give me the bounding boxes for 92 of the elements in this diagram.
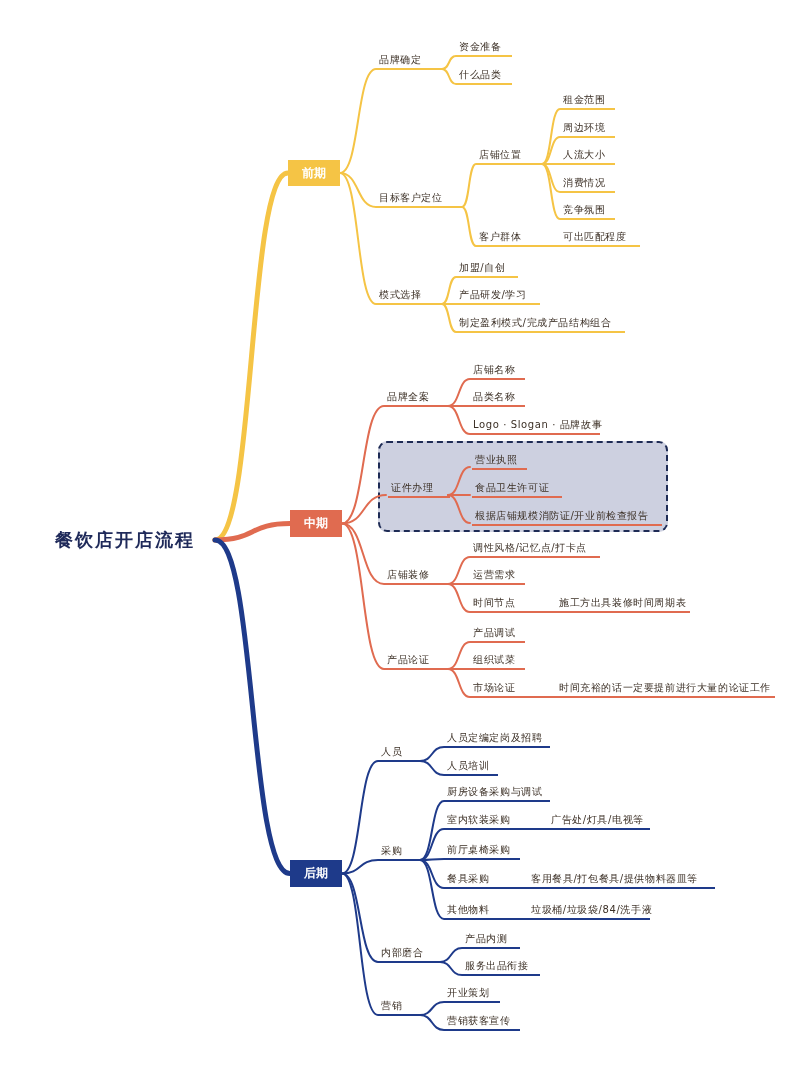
branch-label: 广告处/灯具/电视等: [548, 812, 650, 830]
branch-line: [441, 303, 457, 333]
main-topic-box: 中期: [290, 510, 342, 537]
branch-line: [541, 163, 561, 165]
branch-label: 客用餐具/打包餐具/提供物料器皿等: [528, 871, 715, 889]
branch-line: [341, 872, 379, 1016]
branch-line: [447, 466, 471, 496]
branch-label: 开业策划: [444, 985, 500, 1003]
branch-line: [441, 303, 457, 305]
branch-label: 人员定编定岗及招聘: [444, 730, 550, 748]
branch-label: 服务出品衔接: [462, 958, 540, 976]
branch-label: 内部磨合: [378, 945, 440, 963]
branch-label: 可出匹配程度: [560, 229, 640, 247]
branch-line: [461, 206, 477, 247]
branch-line: [461, 163, 477, 208]
branch-line: [419, 760, 445, 776]
branch-label: 餐具采购: [444, 871, 520, 889]
branch-label: 时间节点: [470, 595, 540, 613]
branch-label: 前厅桌椅采购: [444, 842, 520, 860]
branch-line: [447, 494, 471, 524]
branch-line: [419, 859, 445, 920]
branch-label: 产品内测: [462, 931, 520, 949]
branch-label: 客户群体: [476, 229, 542, 247]
branch-label: Logo · Slogan · 品牌故事: [470, 417, 600, 435]
branch-label: 产品调试: [470, 625, 525, 643]
branch-label: 食品卫生许可证: [472, 480, 562, 498]
branch-label: 租金范围: [560, 92, 615, 110]
branch-line: [439, 961, 463, 976]
branch-label: 室内软装采购: [444, 812, 520, 830]
branch-line: [441, 276, 457, 305]
branch-line: [541, 136, 561, 165]
branch-label: 其他物料: [444, 902, 520, 920]
branch-label: 营销: [378, 998, 420, 1016]
branch-label: 人员: [378, 744, 420, 762]
branch-label: 人流大小: [560, 147, 615, 165]
branch-label: 制定盈利模式/完成产品结构组合: [456, 315, 625, 333]
branch-line: [419, 1014, 445, 1031]
branch-line: [539, 611, 557, 613]
branch-line: [447, 583, 471, 613]
branch-line: [541, 245, 561, 247]
branch-label: 施工方出具装修时间周期表: [556, 595, 690, 613]
branch-line: [541, 108, 561, 165]
branch-label: 什么品类: [456, 67, 512, 85]
branch-label: 营销获客宣传: [444, 1013, 520, 1031]
branch-label: 垃圾桶/垃圾袋/84/洗手液: [528, 902, 650, 920]
branch-label: 资金准备: [456, 39, 512, 57]
branch-label: 品类名称: [470, 389, 525, 407]
branch-label: 模式选择: [376, 287, 442, 305]
branch-label: 厨房设备采购与调试: [444, 784, 550, 802]
branch-label: 根据店铺规模消防证/开业前检查报告: [472, 508, 662, 526]
branch-line: [447, 556, 471, 585]
branch-line: [447, 378, 471, 407]
branch-label: 营业执照: [472, 452, 527, 470]
branch-line: [441, 55, 457, 70]
branch-line: [447, 405, 471, 435]
branch-line: [519, 918, 529, 920]
branch-label: 产品论证: [384, 652, 448, 670]
branch-label: 店铺名称: [470, 362, 525, 380]
branch-label: 证件办理: [388, 480, 450, 498]
branch-label: 组织试菜: [470, 652, 525, 670]
branch-line: [339, 172, 377, 305]
branch-label: 竞争氛围: [560, 202, 615, 220]
branch-label: 品牌全案: [384, 389, 448, 407]
branch-line: [419, 859, 445, 889]
branch-line: [341, 522, 385, 670]
branch-line: [447, 641, 471, 670]
main-topic-box: 前期: [288, 160, 340, 186]
branch-label: 品牌确定: [376, 52, 442, 70]
branch-line: [419, 828, 445, 861]
branch-line: [441, 68, 457, 85]
branch-label: 时间充裕的话一定要提前进行大量的论证工作: [556, 680, 775, 698]
branch-label: 周边环境: [560, 120, 615, 138]
branch-line: [339, 68, 377, 174]
branch-label: 市场论证: [470, 680, 540, 698]
branch-label: 采购: [378, 843, 420, 861]
branch-line: [539, 696, 557, 698]
branch-label: 调性风格/记忆点/打卡点: [470, 540, 600, 558]
branch-label: 人员培训: [444, 758, 498, 776]
branch-label: 店铺位置: [476, 147, 542, 165]
boundary-box: [378, 441, 668, 532]
branch-line: [519, 828, 549, 830]
branch-label: 消费情况: [560, 175, 615, 193]
branch-label: 目标客户定位: [376, 190, 462, 208]
branch-label: 店铺装修: [384, 567, 448, 585]
main-topic-box: 后期: [290, 860, 342, 887]
branch-label: 加盟/自创: [456, 260, 518, 278]
branch-label: 运营需求: [470, 567, 525, 585]
branch-line: [519, 887, 529, 889]
branch-line: [541, 163, 561, 220]
central-topic: 餐饮店开店流程: [55, 527, 215, 553]
branch-line: [447, 668, 471, 698]
branch-label: 产品研发/学习: [456, 287, 540, 305]
